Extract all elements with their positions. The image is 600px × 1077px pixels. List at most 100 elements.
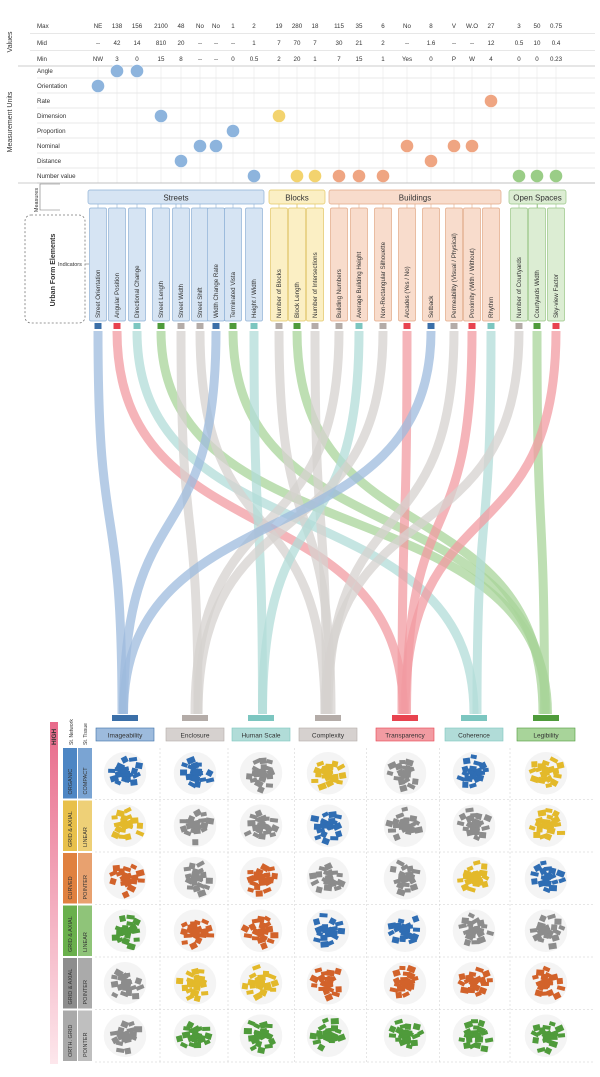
tissue-block: [257, 1046, 266, 1054]
tissue-circle-rim: [238, 855, 284, 901]
unit-dot: [424, 154, 438, 168]
tissue-block: [467, 886, 476, 893]
tissue-block: [543, 866, 553, 872]
value-cell: 14: [134, 40, 141, 47]
tissue-block: [333, 885, 342, 892]
quality-box: [375, 727, 435, 742]
tissue-block: [114, 779, 122, 786]
unit-dot: [308, 169, 322, 183]
tissue-block: [466, 865, 474, 872]
tissue-block: [241, 982, 249, 990]
value-cell: 0: [231, 56, 235, 63]
tissue-block: [387, 929, 395, 937]
value-cell: 0.5: [515, 40, 524, 47]
tissue-block: [464, 877, 472, 886]
value-cell: W.O: [466, 23, 478, 30]
tissue-block: [325, 876, 334, 883]
tissue-block: [544, 832, 553, 841]
tissue-block: [557, 1033, 566, 1038]
tissue-circle-rim: [172, 960, 218, 1006]
tissue-block: [412, 927, 421, 932]
value-cell: 20: [294, 56, 301, 63]
unit-row-label: Orientation: [37, 83, 68, 90]
tissue-circle-rim: [238, 803, 284, 849]
tissue-block: [394, 762, 404, 771]
tissue-circle-rim: [523, 960, 569, 1006]
indicator-label: Street Orientation: [95, 269, 102, 318]
tissue-circle-rim: [238, 960, 284, 1006]
tissue-block: [326, 969, 335, 977]
indicator-color-tag: [113, 323, 121, 329]
tissue-block: [112, 864, 121, 872]
tissue-circle-rim: [523, 908, 569, 954]
tissue-block: [180, 769, 188, 776]
tissue-circle-rim: [451, 1013, 497, 1059]
tissue-circle-rim: [451, 803, 497, 849]
unit-dot: [91, 79, 105, 93]
tissue-block: [534, 989, 543, 997]
tissue-block: [266, 937, 275, 945]
value-cell: 280: [292, 23, 303, 30]
tissue-block: [252, 831, 260, 839]
tissue-block: [396, 985, 406, 992]
tissue-block: [392, 969, 401, 977]
tissue-block: [121, 927, 129, 935]
tissue-block: [114, 925, 122, 932]
tissue-block: [394, 1018, 404, 1025]
tissue-block: [404, 758, 414, 767]
tissue-block: [264, 981, 272, 990]
tissue-circle-rim: [382, 908, 428, 954]
value-cell: No: [212, 23, 220, 30]
unit-dot: [130, 64, 144, 78]
indicator-label: Arcades (Yes / No): [404, 266, 411, 318]
value-cell: 2: [252, 23, 256, 30]
tissue-block: [407, 821, 417, 829]
tissue-block: [254, 816, 262, 823]
tissue-block: [185, 970, 195, 978]
quality-box: [516, 727, 576, 742]
tissue-block: [309, 974, 320, 984]
tissue-block: [551, 879, 559, 885]
tissue-block: [472, 983, 481, 992]
indicator-color-tag: [196, 323, 204, 329]
tissue-block: [474, 1041, 482, 1050]
urban-form-label: Urban Form Elements: [50, 234, 57, 307]
tissue-circle-rim: [451, 960, 497, 1006]
value-cell: P: [452, 56, 456, 63]
tissue-circle-rim: [382, 1013, 428, 1059]
tissue-block: [201, 990, 209, 996]
tissue-block: [544, 1046, 553, 1055]
tissue-block: [461, 770, 470, 778]
flow-band: [258, 330, 364, 715]
tissue-block: [318, 865, 328, 872]
tissue-circle-rim: [523, 1013, 569, 1059]
tissue-block: [313, 823, 322, 831]
tissue-block: [327, 939, 335, 947]
tissue-block: [558, 924, 566, 931]
value-cell: 138: [112, 23, 123, 30]
tissue-block: [477, 1019, 486, 1028]
tissue-block: [392, 833, 401, 842]
tissue-block: [197, 1034, 206, 1042]
tissue-block: [259, 863, 270, 873]
unit-dot: [226, 124, 240, 138]
tissue-block: [249, 1044, 257, 1052]
tissue-block: [183, 933, 192, 939]
row-header-network: [63, 853, 77, 904]
tissue-block: [264, 825, 273, 834]
unit-row-label: Angle: [37, 68, 53, 75]
flow-band: [193, 330, 388, 715]
tissue-block: [481, 863, 488, 870]
tissue-block: [265, 783, 274, 788]
tissue-block: [465, 807, 474, 813]
tissue-block: [336, 872, 343, 878]
tissue-block: [247, 870, 254, 875]
tissue-block: [310, 814, 320, 823]
unit-dot: [209, 139, 223, 153]
tissue-block: [191, 768, 200, 776]
tissue-block: [256, 826, 264, 834]
unit-dot: [400, 139, 414, 153]
value-cell: W: [469, 56, 475, 63]
flow-band: [176, 330, 203, 715]
value-cell: 2: [277, 56, 281, 63]
